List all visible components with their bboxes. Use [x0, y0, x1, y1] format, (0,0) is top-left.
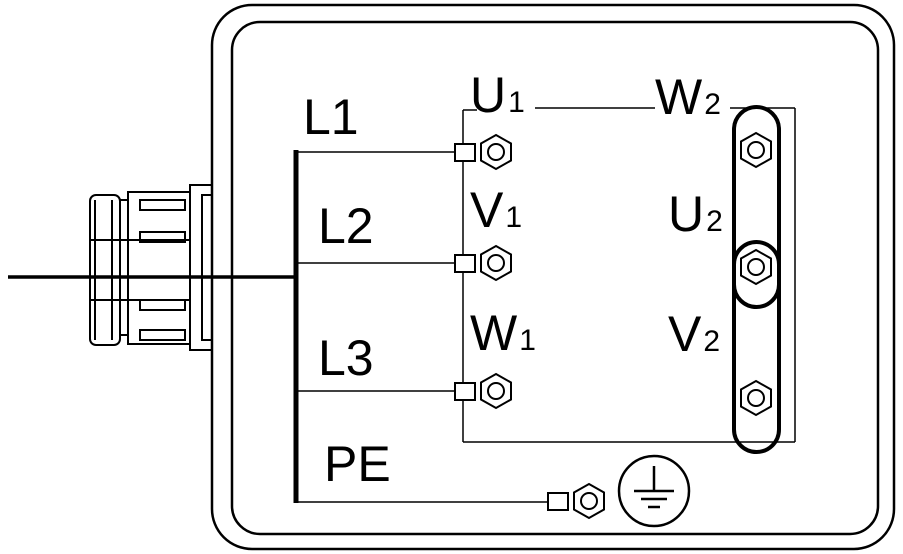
terminal-pe: [547, 483, 605, 519]
ground-icon: [617, 454, 691, 528]
label-l2: L2: [318, 198, 374, 254]
label-l3: L3: [318, 330, 374, 386]
label-w1: W1: [470, 305, 536, 361]
hex-nut-icon: [573, 483, 605, 519]
label-pe: PE: [324, 436, 391, 492]
hex-nut-icon: [740, 249, 772, 285]
label-u1: U1: [470, 67, 525, 123]
terminal-u1: [454, 134, 512, 170]
hex-nut-icon: [480, 134, 512, 170]
label-w2: W2: [655, 69, 721, 125]
label-l1: L1: [303, 89, 359, 145]
label-v1: V1: [470, 182, 522, 238]
cable-gland-icon: [89, 184, 213, 351]
terminal-v1: [454, 245, 512, 281]
label-u2: U2: [668, 186, 723, 242]
hex-nut-icon: [480, 373, 512, 409]
hex-nut-icon: [740, 380, 772, 416]
label-v2: V2: [668, 306, 720, 362]
hex-nut-icon: [740, 132, 772, 168]
hex-nut-icon: [480, 245, 512, 281]
terminal-w1: [454, 373, 512, 409]
bridge-lower: [732, 240, 781, 454]
housing-outer: [210, 3, 896, 551]
